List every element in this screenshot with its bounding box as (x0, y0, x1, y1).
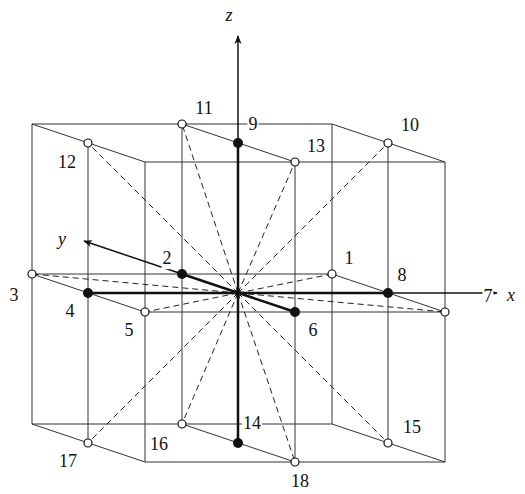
direction-number: 6 (308, 321, 319, 341)
direction-number: 9 (248, 115, 259, 135)
direction-number: 14 (242, 414, 262, 434)
direction-number: 13 (306, 137, 326, 157)
diagonal-links (32, 124, 445, 462)
direction-number: 11 (194, 99, 213, 119)
direction-number: 8 (397, 266, 408, 286)
axis-label: x (506, 286, 516, 306)
axis-label: z (224, 6, 233, 26)
direction-number: 1 (344, 249, 355, 269)
direction-number: 18 (290, 472, 310, 492)
direction-number: 5 (124, 321, 135, 341)
axes (84, 36, 497, 443)
cube-frame (32, 124, 445, 462)
direction-number: 3 (9, 286, 20, 306)
direction-number: 15 (402, 418, 422, 438)
direction-number: 17 (58, 452, 78, 472)
rest-neighbours (83, 138, 393, 448)
direction-number: 10 (400, 116, 420, 136)
direction-number: 12 (57, 153, 77, 173)
axis-label: y (57, 230, 67, 250)
direction-number: 2 (162, 249, 173, 269)
direction-number: 4 (65, 302, 76, 322)
direction-number: 7 (483, 287, 494, 307)
diagonal-neighbours (28, 120, 449, 466)
direction-number: 16 (149, 435, 169, 455)
